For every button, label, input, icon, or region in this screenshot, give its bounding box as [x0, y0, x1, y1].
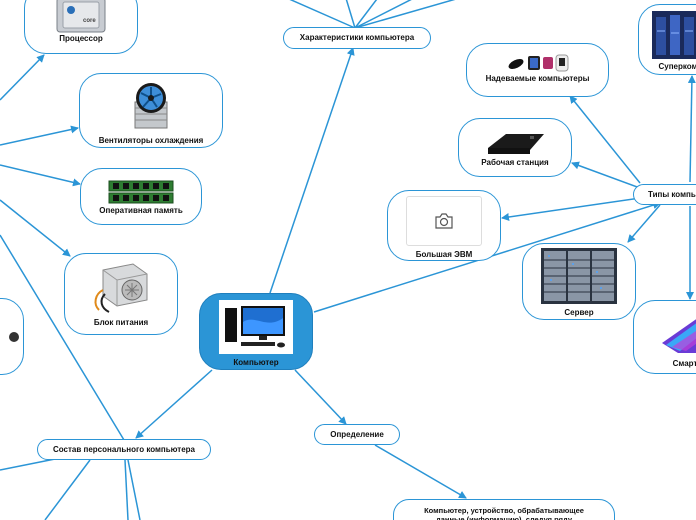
pc-types-label: Типы компь	[648, 189, 696, 199]
link-computer-definition	[294, 369, 347, 425]
workstation-label: Рабочая станция	[481, 157, 549, 167]
link-types-supercomputer	[687, 75, 696, 183]
link-hub-processor	[0, 54, 45, 101]
ram-module-icon	[108, 180, 174, 203]
supercomputer-icon	[652, 11, 696, 59]
link-hub-composition	[0, 234, 125, 441]
link-types-workstation	[571, 161, 641, 189]
server-label: Сервер	[564, 308, 594, 317]
link-char-top-1	[289, 0, 356, 29]
node-wearables[interactable]: Надеваемые компьютеры	[466, 43, 609, 97]
server-rack-icon	[541, 248, 617, 304]
characteristics-label: Характеристики компьютера	[299, 33, 415, 42]
docking-station-icon	[488, 133, 544, 154]
node-server[interactable]: Сервер	[522, 243, 636, 320]
cooling-label: Вентиляторы охлаждения	[98, 136, 204, 145]
computer-image-frame	[219, 300, 293, 354]
desktop-computer-icon	[225, 306, 285, 348]
link-comp-left	[0, 457, 61, 471]
link-types-mainframe	[501, 197, 641, 221]
processor-label: Процессор	[59, 34, 103, 43]
link-computer-characteristics	[269, 47, 355, 294]
wearable-devices-icon	[508, 54, 568, 72]
psu-label: Блок питания	[93, 318, 149, 327]
link-types-wearables	[569, 95, 641, 184]
node-workstation[interactable]: Рабочая станция	[458, 118, 572, 177]
link-hub-ram	[0, 164, 81, 187]
definition-text: Компьютер, устройство, обрабатывающее да…	[424, 506, 584, 520]
node-composition[interactable]: Состав персонального компьютера	[37, 439, 211, 460]
node-definition-text[interactable]: Компьютер, устройство, обрабатывающее да…	[393, 499, 615, 520]
definition-label: Определение	[330, 429, 384, 439]
node-pc-types[interactable]: Типы компь	[633, 184, 696, 205]
link-hub-psu	[0, 199, 71, 257]
device-icon	[9, 331, 19, 342]
cpu-cooler-icon	[134, 83, 168, 129]
camera-placeholder-icon	[435, 213, 453, 229]
node-mainframe[interactable]: Большая ЭВМ	[387, 190, 501, 261]
cpu-chip-icon: core	[56, 0, 106, 33]
link-char-top-4	[354, 0, 412, 29]
smartphone-label: Смарт	[672, 359, 696, 368]
link-hub-cooling	[0, 125, 79, 146]
node-cooling[interactable]: Вентиляторы охлаждения	[79, 73, 223, 148]
link-comp-bottom-1	[44, 459, 91, 520]
power-supply-icon	[94, 263, 148, 313]
node-psu[interactable]: Блок питания	[64, 253, 178, 335]
node-characteristics[interactable]: Характеристики компьютера	[283, 27, 431, 49]
link-char-top-2	[345, 0, 356, 29]
link-types-server	[627, 204, 661, 243]
ram-label: Оперативная память	[99, 205, 183, 215]
link-comp-bottom-3	[127, 459, 141, 520]
link-char-top-5	[354, 0, 456, 29]
smartphone-icon	[662, 319, 696, 353]
link-computer-composition	[135, 369, 213, 439]
node-supercomputer[interactable]: Суперком	[638, 4, 696, 75]
link-comp-bottom-2	[124, 459, 129, 520]
computer-label: Компьютер	[233, 358, 279, 367]
node-computer[interactable]: Компьютер	[199, 293, 313, 370]
wearables-label: Надеваемые компьютеры	[485, 74, 590, 83]
supercomputer-label: Суперком	[658, 62, 696, 71]
node-ram[interactable]: Оперативная память	[80, 168, 202, 225]
node-processor[interactable]: core Процессор	[24, 0, 138, 54]
image-placeholder	[406, 196, 482, 246]
svg-text:core: core	[83, 18, 96, 24]
link-char-top-3	[354, 0, 378, 29]
mainframe-label: Большая ЭВМ	[415, 250, 473, 259]
node-offscreen-left[interactable]	[0, 298, 24, 375]
composition-label: Состав персонального компьютера	[52, 444, 196, 454]
link-definition-text	[374, 444, 467, 499]
node-definition[interactable]: Определение	[314, 424, 400, 445]
node-smartphone[interactable]: Смарт	[633, 300, 696, 374]
